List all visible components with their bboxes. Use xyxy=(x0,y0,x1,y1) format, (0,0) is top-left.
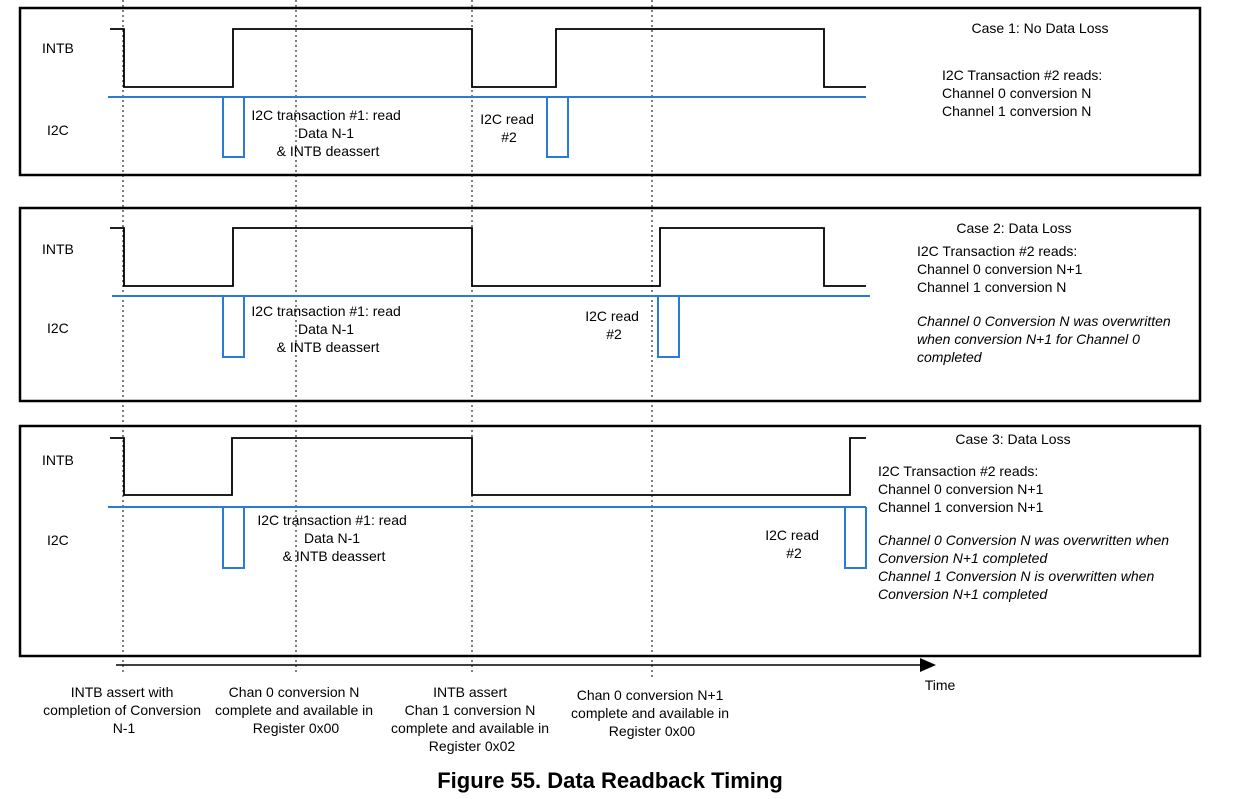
case-1-i2c-read1-pulse xyxy=(222,97,245,158)
case-2-frame xyxy=(18,206,1202,403)
case-3-i2c-read1-pulse xyxy=(222,507,245,569)
case-1-i2c-read2-pulse xyxy=(546,97,569,158)
case-2-intb-label: INTB xyxy=(42,241,74,257)
case-1-i2c-label: I2C xyxy=(47,122,69,138)
case-2-intb-waveform xyxy=(110,227,866,287)
time-axis-arrowhead xyxy=(920,658,936,672)
case-2-i2c-read2-pulse xyxy=(657,296,680,358)
case-3-intb-label: INTB xyxy=(42,452,74,468)
case-2-read1-label: I2C transaction #1: read Data N-1 & INTB… xyxy=(251,303,404,355)
case-1-read1-label: I2C transaction #1: read Data N-1 & INTB… xyxy=(251,107,404,159)
case-1-read2-label: I2C read #2 xyxy=(480,111,538,145)
case-3-italic-notes: Channel 0 Conversion N was overwritten w… xyxy=(878,532,1173,602)
case-3-intb-waveform xyxy=(110,437,866,496)
case-3-read2-label: I2C read #2 xyxy=(765,527,823,561)
case-1-intb-waveform xyxy=(110,28,866,88)
case-2-title: Case 2: Data Loss xyxy=(956,220,1071,236)
case-3-notes: I2C Transaction #2 reads: Channel 0 conv… xyxy=(878,463,1047,515)
case-1-frame xyxy=(18,6,1202,177)
event-label-4: Chan 0 conversion N+1 complete and avail… xyxy=(571,687,733,739)
figure-caption: Figure 55. Data Readback Timing xyxy=(437,768,783,793)
case-1-intb-label: INTB xyxy=(42,40,74,56)
time-axis-label: Time xyxy=(925,677,956,693)
case-2-notes: I2C Transaction #2 reads: Channel 0 conv… xyxy=(917,243,1086,295)
event-label-2: Chan 0 conversion N complete and availab… xyxy=(215,684,377,736)
case-3-read1-label: I2C transaction #1: read Data N-1 & INTB… xyxy=(257,512,410,564)
case-2-i2c-read1-pulse xyxy=(222,296,245,358)
case-3-frame xyxy=(18,424,1202,658)
case-3-i2c-label: I2C xyxy=(47,532,69,548)
case-1-title: Case 1: No Data Loss xyxy=(972,20,1109,36)
case-2-i2c-label: I2C xyxy=(47,320,69,336)
event-label-3: INTB assert Chan 1 conversion N complete… xyxy=(391,684,553,754)
case-1-notes: I2C Transaction #2 reads: Channel 0 conv… xyxy=(942,67,1106,119)
case-2-read2-label: I2C read #2 xyxy=(585,308,643,342)
case-3-i2c-read2-pulse xyxy=(844,507,867,569)
case-2-italic-notes: Channel 0 Conversion N was overwritten w… xyxy=(917,313,1175,365)
case-3-title: Case 3: Data Loss xyxy=(955,431,1070,447)
event-label-1: INTB assert with completion of Conversio… xyxy=(43,684,205,736)
